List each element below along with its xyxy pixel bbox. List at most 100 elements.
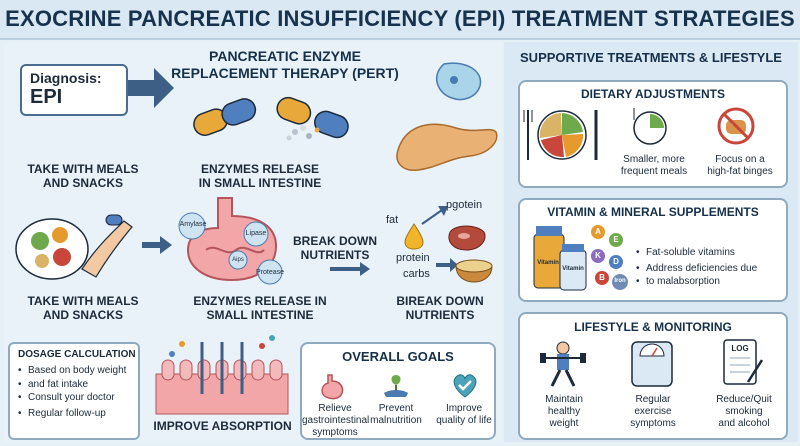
- dosage-item: Consult your doctor: [18, 390, 138, 406]
- lifestyle-smoking-line2: smoking: [725, 406, 763, 417]
- goal-prevent: Prevent malnutrition: [366, 403, 426, 427]
- enzymes-release-label: ENZYMES RELEASE IN SMALL INTESTINE: [185, 162, 335, 190]
- small-intestine-icon: [178, 197, 283, 285]
- take-with-meals-line1: TAKE WITH MEALS: [27, 162, 139, 176]
- plate-of-food-icon: [15, 214, 133, 280]
- steak-icon: [448, 225, 486, 251]
- enzymes-release-line2: IN SMALL INTESTINE: [198, 176, 322, 190]
- bireak-down-line1: BIREAK DOWN: [396, 294, 484, 308]
- lifestyle-title: LIFESTYLE & MONITORING: [574, 320, 732, 334]
- goal-prevent-line1: Prevent: [378, 403, 414, 414]
- goal-improve: Improve quality of life: [432, 403, 496, 427]
- lifestyle-weight-line1: Maintain: [545, 394, 583, 405]
- lifestyle-smoking-line3: and alcohol: [718, 418, 770, 429]
- scale-icon: [631, 341, 673, 387]
- vitamin-letter: K: [595, 251, 601, 260]
- page-title: EXOCRINE PANCREATIC INSUFFICIENCY (EPI) …: [5, 6, 795, 31]
- vitamins-item: Address deficiencies due: [636, 262, 786, 275]
- enzyme-amylase: Amylase: [179, 221, 207, 228]
- enzymes-release-line1: ENZYMES RELEASE: [200, 162, 320, 176]
- arrow-right-icon: [436, 258, 458, 272]
- dosage-item: and fat intake: [18, 379, 138, 390]
- lifestyle-weight-line3: weight: [549, 418, 579, 429]
- diagnosis-value: EPI: [30, 86, 63, 108]
- enzymes-release-label-2: ENZYMES RELEASE IN SMALL INTESTINE: [180, 294, 340, 322]
- goal-improve-line2: quality of life: [436, 415, 492, 426]
- pert-heading-line1: PANCREATIC ENZYME: [209, 48, 361, 64]
- overall-goals-title: OVERALL GOALS: [342, 349, 454, 364]
- heart-check-icon: [453, 374, 477, 398]
- enzyme-protease: Protease: [256, 269, 285, 276]
- lifestyle-exercise: Regular exercise symptoms: [614, 394, 692, 430]
- vitamin-letter: Iron: [614, 278, 626, 284]
- arrow-right-icon: [330, 262, 370, 276]
- take-with-meals-label-2: TAKE WITH MEALS AND SNACKS: [8, 294, 158, 322]
- lifestyle-exercise-line1: Regular: [635, 394, 671, 405]
- take-with-meals-line2: AND SNACKS: [42, 176, 123, 190]
- dietary-highfat-line1: Focus on a: [715, 154, 765, 165]
- diagnosis-label: Diagnosis:: [30, 70, 102, 86]
- pancreas-icon: [396, 62, 498, 171]
- diagnosis-arrow-icon: [128, 68, 174, 108]
- grain-bowl-icon: [455, 259, 493, 283]
- goal-relieve-line3: symptoms: [312, 427, 358, 438]
- bireak-down-line2: NUTRIENTS: [405, 308, 475, 322]
- enzymes-release-2-line2: SMALL INTESTINE: [206, 308, 314, 322]
- dietary-smaller-line1: Smaller, more: [623, 154, 685, 165]
- take-with-meals-label: TAKE WITH MEALS AND SNACKS: [8, 162, 158, 190]
- clock-plate-icon: [633, 108, 667, 145]
- no-junk-food-icon: [717, 107, 755, 145]
- enzymes-release-2-line1: ENZYMES RELEASE IN: [193, 294, 327, 308]
- goal-improve-line1: Improve: [445, 403, 483, 414]
- vitamin-letter: E: [613, 235, 619, 244]
- log-notebook-icon: [723, 339, 764, 385]
- pert-heading-line2: REPLACEMENT THERAPY (PERT): [171, 65, 399, 81]
- take-with-meals-2-line1: TAKE WITH MEALS: [27, 294, 139, 308]
- improve-absorption-label: IMPROVE ABSORPTION: [153, 419, 292, 433]
- dietary-title: DIETARY ADJUSTMENTS: [580, 87, 725, 101]
- dosage-item: Based on body weight: [18, 363, 138, 379]
- stomach-icon: [321, 374, 344, 400]
- lifestyle-smoking-line1: Reduce/Quit: [716, 394, 772, 405]
- dietary-highfat-line2: high-fat binges: [707, 166, 773, 177]
- dietary-smaller-meals: Smaller, more frequent meals: [614, 154, 694, 178]
- log-label: LOG: [731, 344, 749, 353]
- enzyme-aips: Aips: [232, 257, 244, 263]
- dosage-list: Based on body weight and fat intake Cons…: [10, 363, 138, 422]
- intestinal-villi-icon: [155, 335, 289, 415]
- dosage-title: DOSAGE CALCULATION: [18, 349, 136, 360]
- vitamins-item: Fat-soluble vitamins: [636, 244, 786, 262]
- arrow-right-icon: [142, 236, 172, 254]
- nutrient-carbs-label: carbs: [403, 268, 430, 280]
- lifestyle-exercise-line3: symptoms: [630, 418, 676, 429]
- dosage-card: DOSAGE CALCULATION Based on body weight …: [8, 342, 140, 440]
- capsules-icon: [193, 96, 349, 141]
- bireak-down-label: BIREAK DOWN NUTRIENTS: [380, 294, 500, 322]
- bottle-label-2: Vitamin: [562, 266, 584, 272]
- lifestyle-weight: Maintain healthy weight: [528, 394, 600, 430]
- nutrient-fat-label: fat: [386, 214, 399, 226]
- diagnosis-box: Diagnosis: EPI: [20, 64, 128, 116]
- lifestyle-smoking: Reduce/Quit smoking and alcohol: [704, 394, 784, 430]
- break-down-label: BREAK DOWN NUTRIENTS: [290, 234, 380, 262]
- goal-relieve-line2: gastrointestinal: [302, 415, 370, 426]
- break-down-line2: NUTRIENTS: [300, 248, 370, 262]
- vitamins-item: to malabsorption: [636, 275, 786, 288]
- dietary-high-fat: Focus on a high-fat binges: [698, 154, 782, 178]
- vitamins-title: VITAMIN & MINERAL SUPPLEMENTS: [547, 205, 759, 219]
- title-bar: [0, 0, 800, 40]
- nutrient-protein-label: protein: [396, 252, 430, 264]
- goal-relieve: Relieve gastrointestinal symptoms: [302, 403, 370, 439]
- hand-sprout-icon: [384, 375, 408, 397]
- goal-prevent-line2: malnutrition: [370, 415, 422, 426]
- take-with-meals-2-line2: AND SNACKS: [42, 308, 123, 322]
- vitamin-letter: B: [599, 273, 605, 282]
- lifestyle-exercise-line2: exercise: [634, 406, 672, 417]
- fat-drop-icon: [404, 223, 424, 250]
- vitamin-letter: A: [595, 227, 601, 236]
- arrow-up-right-icon: [421, 206, 448, 225]
- exercise-person-icon: [540, 341, 586, 387]
- vitamins-list: Fat-soluble vitamins Address deficiencie…: [636, 244, 786, 288]
- supportive-title: SUPPORTIVE TREATMENTS & LIFESTYLE: [520, 50, 782, 65]
- enzyme-lipase: Lipase: [245, 230, 267, 237]
